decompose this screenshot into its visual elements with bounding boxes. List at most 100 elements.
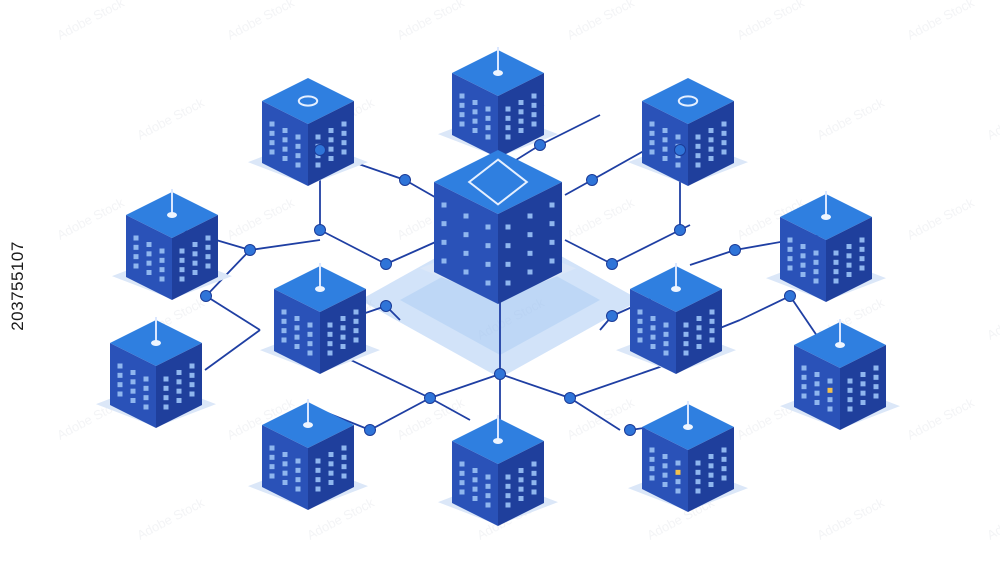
window-light xyxy=(328,137,334,143)
window-light xyxy=(695,469,701,475)
window-light xyxy=(696,344,702,349)
window-light xyxy=(708,128,714,133)
window-light xyxy=(663,331,669,337)
window-light xyxy=(847,378,853,384)
window-light xyxy=(649,121,655,127)
svg-text:Adobe Stock: Adobe Stock xyxy=(134,495,207,543)
window-light xyxy=(472,109,478,115)
window-light xyxy=(505,115,511,121)
server-cube-icon xyxy=(438,415,558,526)
window-light xyxy=(531,112,537,118)
window-light xyxy=(708,137,714,143)
window-light xyxy=(159,257,165,263)
window-light xyxy=(459,102,465,108)
window-light xyxy=(662,472,668,478)
network-line-icon xyxy=(205,295,261,331)
window-light xyxy=(192,270,198,275)
window-light xyxy=(485,115,491,121)
window-light xyxy=(696,316,702,321)
window-light xyxy=(328,470,334,476)
window-light xyxy=(340,344,346,349)
network-line-icon xyxy=(739,295,791,321)
window-light xyxy=(192,242,198,247)
window-light xyxy=(133,263,139,269)
window-light xyxy=(708,472,714,478)
window-light xyxy=(649,466,655,472)
server-cube-icon xyxy=(420,150,576,304)
window-light xyxy=(459,93,465,99)
window-light xyxy=(143,404,149,410)
svg-text:Adobe Stock: Adobe Stock xyxy=(54,0,127,43)
window-light xyxy=(163,404,169,410)
network-line-icon xyxy=(569,397,621,431)
window-light xyxy=(146,260,152,266)
window-light xyxy=(327,341,333,347)
window-light xyxy=(505,224,511,230)
server-cube-icon xyxy=(628,401,748,512)
window-light xyxy=(649,149,655,155)
window-light xyxy=(315,458,321,464)
window-light xyxy=(683,341,689,347)
window-light xyxy=(709,309,715,315)
window-light xyxy=(294,334,300,340)
window-light xyxy=(675,488,681,494)
cube-antenna-base xyxy=(835,342,845,348)
window-light xyxy=(505,493,511,499)
window-light xyxy=(846,262,852,268)
window-light xyxy=(675,479,681,485)
window-light xyxy=(531,480,537,486)
window-light xyxy=(146,251,152,257)
window-light xyxy=(353,337,359,343)
window-light xyxy=(505,280,511,286)
svg-text:Adobe Stock: Adobe Stock xyxy=(564,0,637,43)
window-light xyxy=(549,221,555,227)
cube-antenna-base xyxy=(167,212,177,218)
window-light xyxy=(159,267,165,273)
window-light xyxy=(441,202,447,208)
window-light xyxy=(505,502,511,508)
window-light xyxy=(527,232,533,238)
svg-text:Adobe Stock: Adobe Stock xyxy=(134,95,207,143)
window-light xyxy=(281,328,287,334)
window-light xyxy=(675,460,681,466)
stock-id-text: 203755107 xyxy=(8,240,27,331)
window-light xyxy=(130,370,136,375)
window-light xyxy=(189,372,195,378)
window-light xyxy=(683,350,689,356)
window-light xyxy=(859,237,865,243)
window-light xyxy=(695,479,701,485)
window-light xyxy=(649,456,655,462)
window-light xyxy=(341,464,347,470)
cube-left-face xyxy=(434,182,498,304)
window-light xyxy=(459,480,465,486)
network-line-icon xyxy=(205,249,251,297)
connection-node-icon xyxy=(244,244,256,256)
window-light xyxy=(637,337,643,343)
stock-id-label: 203755107 xyxy=(0,0,36,571)
window-light xyxy=(873,384,879,390)
window-light xyxy=(327,350,333,356)
window-light xyxy=(341,454,347,460)
window-light xyxy=(117,391,123,397)
window-light xyxy=(307,350,313,356)
window-light xyxy=(485,483,491,489)
window-light xyxy=(281,337,287,343)
window-light xyxy=(269,454,275,460)
window-light xyxy=(518,100,524,105)
window-light xyxy=(146,270,152,275)
window-light xyxy=(549,202,555,208)
window-light xyxy=(801,365,807,371)
window-light xyxy=(269,445,275,451)
window-light xyxy=(662,482,668,487)
window-light xyxy=(801,384,807,390)
window-light xyxy=(472,100,478,105)
window-light xyxy=(695,143,701,149)
window-light xyxy=(269,130,275,136)
window-light xyxy=(833,259,839,265)
connection-node-icon xyxy=(729,244,741,256)
window-light xyxy=(787,265,793,271)
svg-text:Adobe Stock: Adobe Stock xyxy=(224,195,297,243)
window-light xyxy=(130,379,136,385)
window-light xyxy=(505,125,511,131)
window-light xyxy=(295,134,301,140)
